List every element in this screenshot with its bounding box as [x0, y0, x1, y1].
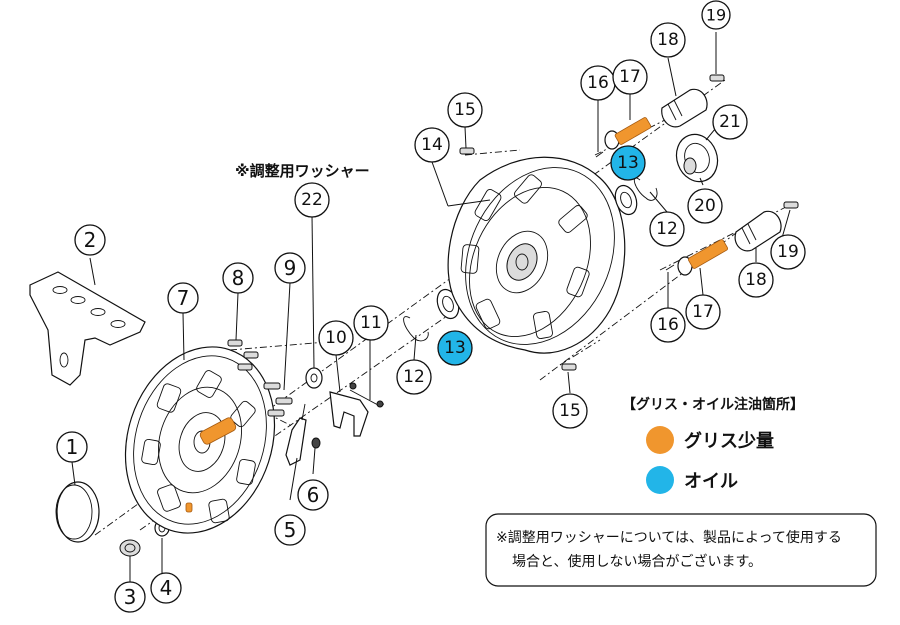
svg-text:19: 19	[777, 242, 799, 262]
svg-text:1: 1	[66, 435, 79, 459]
legend-oil-swatch	[646, 466, 674, 494]
svg-text:12: 12	[403, 367, 425, 387]
part-6-screw	[311, 437, 321, 449]
callout-20: 20	[687, 188, 723, 224]
note-box: ※調整用ワッシャーについては、製品によって使用する 場合と、使用しない場合がござ…	[485, 513, 877, 587]
legend-grease-swatch	[646, 426, 674, 454]
callout-17-top: 17	[612, 59, 648, 95]
legend-title: 【グリス・オイル注油箇所】	[622, 396, 804, 413]
callout-13-right-oil: 13	[610, 145, 646, 181]
part-13-bearing-right	[614, 184, 638, 216]
callout-19-bottom: 19	[770, 234, 806, 270]
part-18-knob-top	[661, 88, 708, 128]
svg-text:22: 22	[301, 190, 323, 210]
callout-18-bottom: 18	[738, 262, 774, 298]
part-7-side-plate	[124, 346, 276, 534]
svg-text:19: 19	[706, 6, 726, 25]
note-line-2: 場合と、使用しない場合がございます。	[512, 553, 762, 570]
svg-text:16: 16	[657, 315, 679, 335]
svg-text:15: 15	[559, 401, 581, 421]
callout-6: 6	[297, 479, 329, 511]
svg-text:13: 13	[617, 153, 639, 173]
leader-lines	[71, 32, 791, 582]
svg-text:4: 4	[160, 576, 173, 600]
callout-7: 7	[167, 282, 199, 314]
callout-12-right: 12	[649, 211, 685, 247]
callout-16-bottom: 16	[650, 307, 686, 343]
part-2-bracket	[29, 271, 146, 386]
callout-22: 22	[294, 182, 330, 218]
part-19-screw-top	[709, 74, 725, 82]
part-17-shaft-top	[604, 117, 652, 150]
svg-text:17: 17	[692, 302, 714, 322]
callout-11: 11	[353, 305, 389, 341]
callout-9: 9	[274, 252, 306, 284]
part-18-knob-bottom	[734, 210, 782, 252]
part-12-clip-left	[403, 316, 429, 342]
legend-oil-text: オイル	[684, 471, 738, 492]
callout-16-top: 16	[580, 65, 616, 101]
svg-text:7: 7	[177, 286, 190, 310]
svg-text:21: 21	[719, 112, 741, 132]
callout-2: 2	[74, 224, 106, 256]
part-22-adjust-washer	[305, 367, 323, 389]
svg-text:16: 16	[587, 73, 609, 93]
note-line-1: ※調整用ワッシャーについては、製品によって使用する	[496, 529, 842, 546]
callout-14: 14	[414, 127, 450, 163]
callout-3: 3	[114, 581, 146, 613]
svg-text:15: 15	[454, 100, 476, 120]
callout-18-top: 18	[650, 22, 686, 58]
callout-4: 4	[150, 572, 182, 604]
callout-15-bottom: 15	[552, 393, 588, 429]
lubrication-legend: 【グリス・オイル注油箇所】 グリス少量 オイル	[622, 396, 804, 494]
svg-text:20: 20	[694, 196, 716, 216]
part-9-screws	[263, 382, 293, 417]
svg-text:2: 2	[84, 228, 97, 252]
svg-text:8: 8	[232, 266, 245, 290]
part-16-pin-bottom	[665, 264, 675, 271]
part-17-shaft-bottom	[677, 239, 728, 276]
part-15-screw-bottom	[561, 363, 577, 371]
part-19-screw-bottom	[783, 201, 799, 209]
svg-text:10: 10	[325, 328, 347, 348]
svg-text:11: 11	[360, 313, 382, 333]
svg-text:14: 14	[421, 135, 443, 155]
part-16-pin-top	[595, 151, 604, 158]
legend-grease-text: グリス少量	[684, 430, 774, 452]
callout-21: 21	[712, 104, 748, 140]
svg-text:18: 18	[657, 30, 679, 50]
svg-text:17: 17	[619, 67, 641, 87]
callout-15-top: 15	[447, 92, 483, 128]
callout-12-left: 12	[396, 359, 432, 395]
svg-text:18: 18	[745, 270, 767, 290]
part-14-spool	[447, 156, 626, 354]
part-3-knob	[119, 539, 141, 557]
callout-8: 8	[222, 262, 254, 294]
part-1-cap	[55, 481, 100, 543]
callout-10: 10	[318, 320, 354, 356]
callout-5: 5	[274, 514, 306, 546]
svg-text:13: 13	[444, 338, 466, 358]
adjust-washer-label: ※調整用ワッシャー	[235, 162, 370, 180]
svg-text:12: 12	[656, 219, 678, 239]
callout-17-bottom: 17	[685, 294, 721, 330]
svg-text:9: 9	[284, 256, 297, 280]
part-8-screws	[227, 339, 259, 371]
part-20-21-drag-knob	[675, 133, 719, 183]
callout-19-top: 19	[701, 0, 731, 30]
part-11-spring	[349, 382, 385, 408]
part-10-plate	[329, 391, 369, 437]
svg-text:3: 3	[124, 585, 137, 609]
part-15-screw-top	[459, 147, 475, 155]
svg-text:6: 6	[307, 483, 320, 507]
part-5-lever	[285, 403, 307, 466]
svg-text:5: 5	[284, 518, 297, 542]
callout-1: 1	[56, 431, 88, 463]
callout-13-left-oil: 13	[437, 330, 473, 366]
